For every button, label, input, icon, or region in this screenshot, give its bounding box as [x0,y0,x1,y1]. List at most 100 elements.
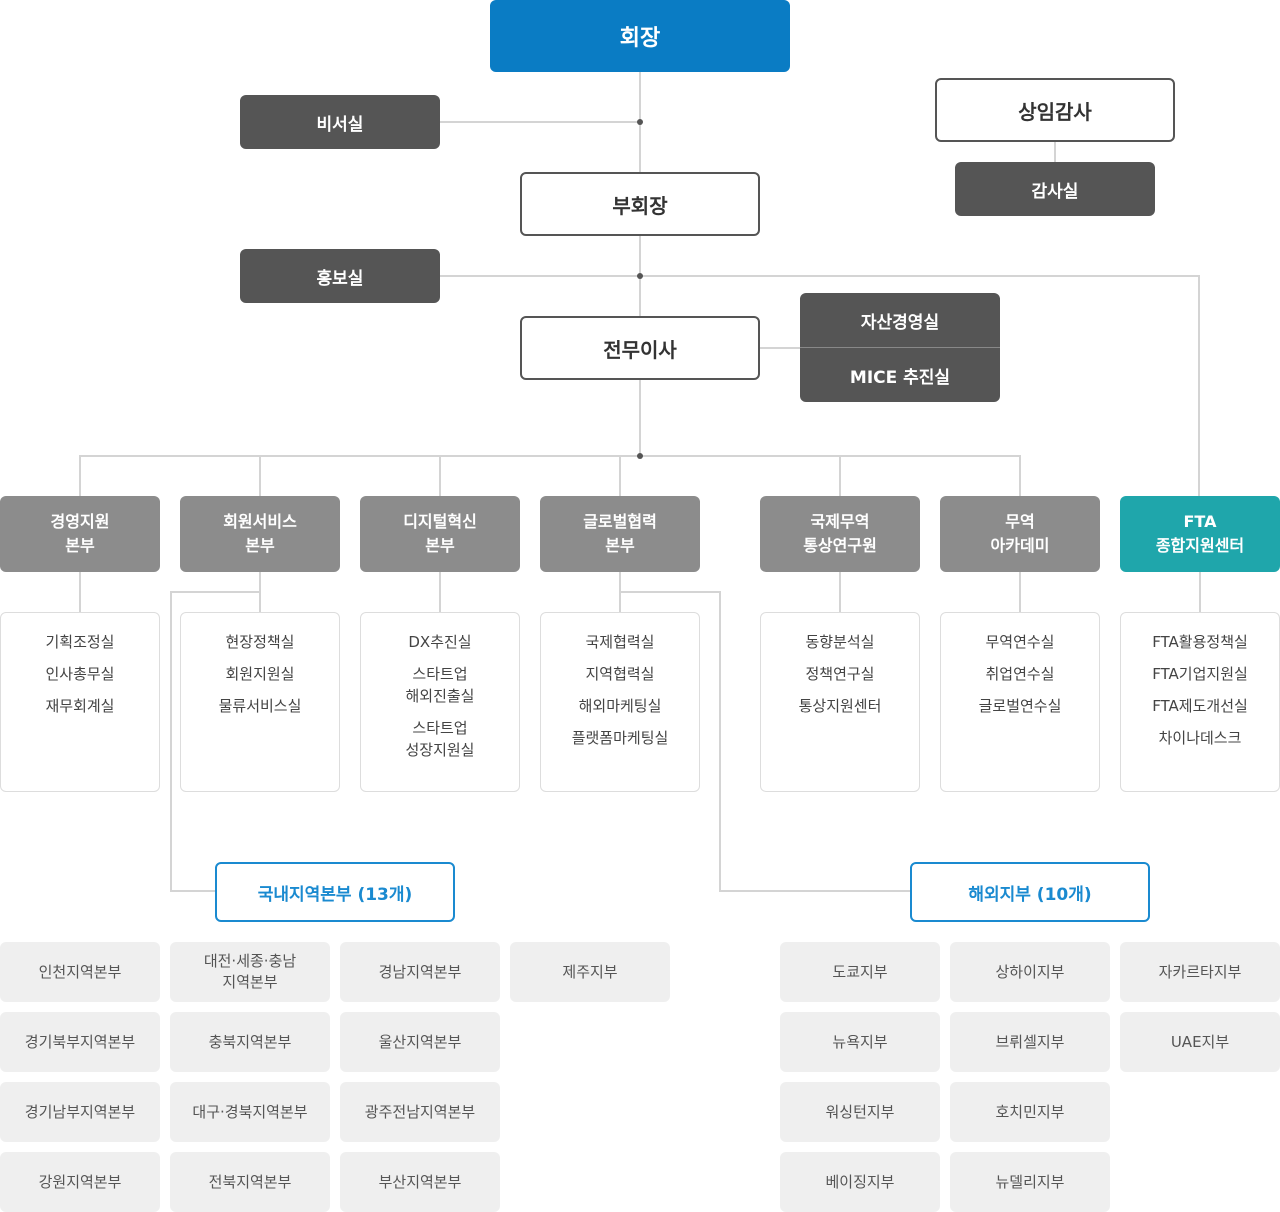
domestic-branch-cell: 인천지역본부 [0,942,160,1002]
domestic-branch-cell: 경기북부지역본부 [0,1012,160,1072]
connector [719,890,910,892]
connector [170,591,261,593]
department-item: 회원지원실 [225,665,295,683]
connector [439,572,441,612]
connector [839,456,841,496]
division-box: 국제무역 통상연구원 [760,496,920,572]
connector [170,890,216,892]
connector [759,347,800,349]
domestic-branch-cell: 충북지역본부 [170,1012,330,1072]
connector [1019,572,1021,612]
department-item: 플랫폼마케팅실 [571,729,669,747]
domestic-regions-title: 국내지역본부 (13개) [215,862,455,922]
auditor-box: 상임감사 [935,78,1175,142]
chairman-box: 회장 [490,0,790,72]
connector [619,572,621,612]
connector [440,275,1200,277]
division-box: 회원서비스 본부 [180,496,340,572]
department-item: DX추진실 [408,633,472,651]
department-item: 기획조정실 [45,633,115,651]
department-item: FTA기업지원실 [1152,665,1248,683]
department-item: 해외마케팅실 [578,697,662,715]
division-box: 경영지원 본부 [0,496,160,572]
audit-office-box: 감사실 [955,162,1155,216]
department-item: 인사총무실 [45,665,115,683]
department-item: 물류서비스실 [218,697,302,715]
domestic-branch-cell: 대전·세종·충남 지역본부 [170,942,330,1002]
executive-director-box: 전무이사 [520,316,760,380]
division-box: FTA 종합지원센터 [1120,496,1280,572]
division-box: 글로벌협력 본부 [540,496,700,572]
junction-dot [637,273,643,279]
domestic-branch-cell: 울산지역본부 [340,1012,500,1072]
department-item: 취업연수실 [985,665,1055,683]
junction-dot [637,453,643,459]
connector [839,572,841,612]
overseas-branch-cell: 자카르타지부 [1120,942,1280,1002]
department-item: 글로벌연수실 [978,697,1062,715]
department-item: 국제협력실 [585,633,655,651]
department-item: 통상지원센터 [798,697,882,715]
department-item: 동향분석실 [805,633,875,651]
division-box: 무역 아카데미 [940,496,1100,572]
department-item: 차이나데스크 [1158,729,1242,747]
domestic-branch-cell: 경기남부지역본부 [0,1082,160,1142]
connector [170,591,172,892]
connector [79,572,81,612]
domestic-branch-cell: 제주지부 [510,942,670,1002]
overseas-branch-cell: 호치민지부 [950,1082,1110,1142]
department-item: 지역협력실 [585,665,655,683]
connector [1054,141,1056,162]
connector [79,456,81,496]
overseas-branch-cell: 뉴욕지부 [780,1012,940,1072]
junction-dot [637,119,643,125]
overseas-branches-title: 해외지부 (10개) [910,862,1150,922]
department-item: FTA제도개선실 [1152,697,1248,715]
overseas-branch-cell: 베이징지부 [780,1152,940,1212]
connector [619,456,621,496]
department-item: FTA활용정책실 [1152,633,1248,651]
domestic-branch-cell: 대구·경북지역본부 [170,1082,330,1142]
overseas-branch-cell: 상하이지부 [950,942,1110,1002]
department-item: 재무회계실 [45,697,115,715]
domestic-branch-cell: 강원지역본부 [0,1152,160,1212]
secretariat-box: 비서실 [240,95,440,149]
department-item: 스타트업 성장지원실 [405,719,475,759]
connector [440,121,640,123]
connector [1198,275,1200,496]
connector [259,456,261,496]
connector [439,456,441,496]
domestic-branch-cell: 경남지역본부 [340,942,500,1002]
pr-office-box: 홍보실 [240,249,440,303]
overseas-branch-cell: 뉴델리지부 [950,1152,1110,1212]
department-item: 무역연수실 [985,633,1055,651]
division-box: 디지털혁신 본부 [360,496,520,572]
domestic-branch-cell: 광주전남지역본부 [340,1082,500,1142]
overseas-branch-cell: 워싱턴지부 [780,1082,940,1142]
connector [1019,456,1021,496]
connector [719,591,721,892]
connector [1199,572,1201,612]
connector [619,591,721,593]
overseas-branch-cell: UAE지부 [1120,1012,1280,1072]
department-item: 스타트업 해외진출실 [405,665,475,705]
vice-chairman-box: 부회장 [520,172,760,236]
connector [639,72,641,456]
department-item: 정책연구실 [805,665,875,683]
asset-mgmt-box: 자산경영실 [800,293,1000,348]
overseas-branch-cell: 도쿄지부 [780,942,940,1002]
domestic-branch-cell: 전북지역본부 [170,1152,330,1212]
domestic-branch-cell: 부산지역본부 [340,1152,500,1212]
overseas-branch-cell: 브뤼셀지부 [950,1012,1110,1072]
connector [259,572,261,612]
connector [79,455,1021,457]
mice-box: MICE 추진실 [800,348,1000,402]
department-item: 현장정책실 [225,633,295,651]
